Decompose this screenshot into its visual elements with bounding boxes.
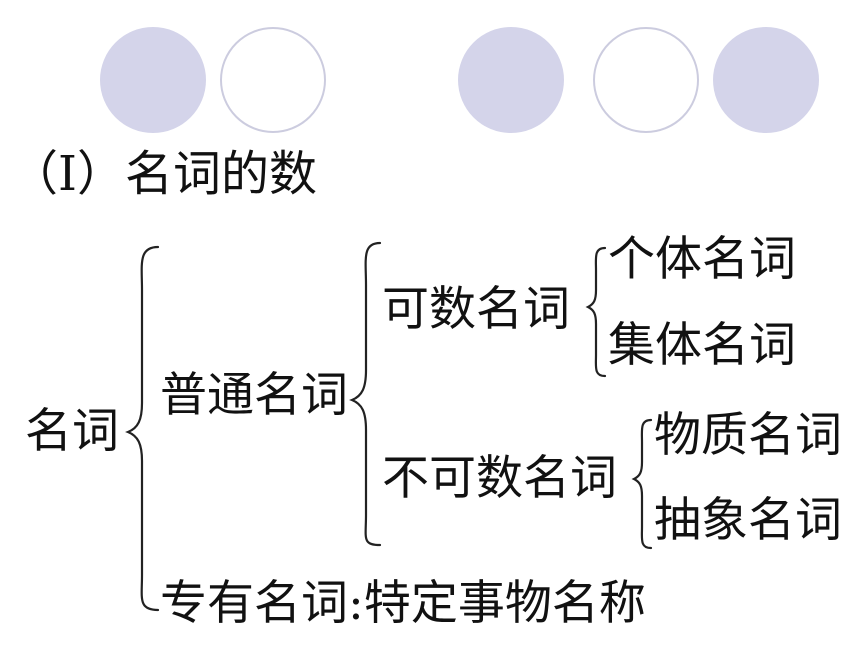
brace-countable: [585, 246, 607, 378]
decor-circle-filled: [713, 27, 819, 133]
brace-uncountable: [631, 418, 653, 550]
label-common-noun: 普通名词: [160, 368, 348, 423]
label-proper-noun: 专有名词:特定事物名称: [160, 576, 646, 631]
label-uncountable-noun: 不可数名词: [382, 451, 617, 506]
label-material-noun: 物质名词: [654, 408, 842, 463]
decor-circle-filled: [100, 27, 206, 133]
section-heading: （Ⅰ）名词的数: [10, 146, 317, 202]
brace-root: [125, 245, 160, 612]
decor-circle-outline: [593, 27, 699, 133]
label-individual-noun: 个体名词: [608, 232, 796, 287]
label-noun: 名词: [25, 404, 119, 459]
label-abstract-noun: 抽象名词: [654, 493, 842, 548]
decor-circle-filled: [458, 27, 564, 133]
label-countable-noun: 可数名词: [382, 282, 570, 337]
decor-circle-outline: [220, 27, 326, 133]
label-collective-noun: 集体名词: [608, 318, 796, 373]
brace-common: [349, 241, 382, 547]
